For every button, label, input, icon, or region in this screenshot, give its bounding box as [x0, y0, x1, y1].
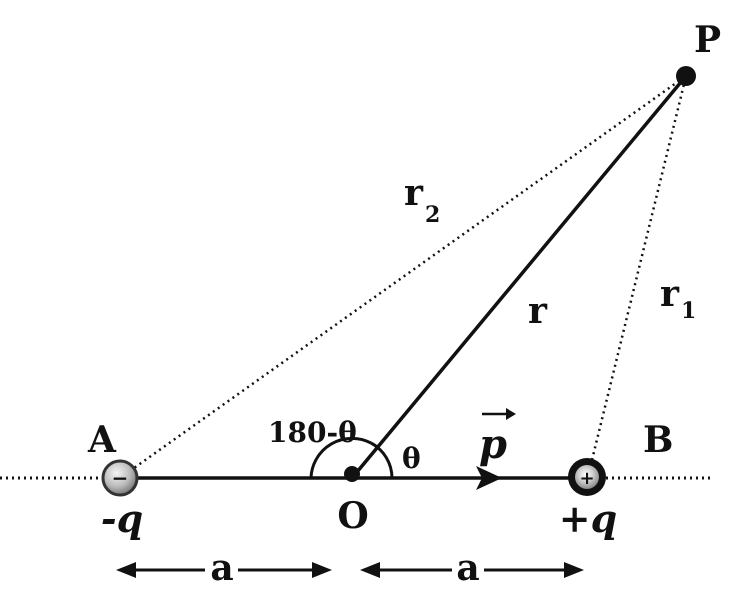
separation-arrow-right: a: [360, 547, 584, 589]
point-a-label: A: [87, 419, 117, 461]
negative-charge-label: -q: [101, 496, 143, 541]
separation-arrow-left: a: [116, 547, 332, 589]
negative-sign: −: [112, 466, 129, 490]
angle-supplement-label: 180-θ: [268, 416, 357, 449]
r2-label-subscript: 2: [425, 202, 440, 228]
positive-sign: +: [579, 468, 594, 489]
dipole-moment-arrowhead: [476, 466, 502, 490]
angle-theta-label: θ: [402, 442, 421, 475]
r2-label: r 2: [404, 172, 440, 228]
point-p-label: P: [694, 19, 721, 61]
separation-right-label: a: [456, 547, 479, 589]
point-p-dot: [676, 66, 696, 86]
r2-label-base: r: [404, 172, 424, 214]
dipole-moment-symbol: p: [479, 421, 507, 468]
r-label: r: [528, 290, 548, 332]
angle-theta-arc: [370, 441, 394, 479]
separation-left-label: a: [210, 547, 233, 589]
dipole-moment-label: p: [479, 408, 516, 468]
r1-label: r 1: [660, 273, 696, 324]
r1-label-base: r: [660, 273, 680, 315]
positive-charge: +: [568, 458, 606, 496]
angle-supplement-arc: [309, 436, 372, 479]
r2-line: [119, 74, 687, 480]
point-b-label: B: [643, 419, 673, 461]
negative-charge: −: [101, 459, 139, 497]
point-o-label: O: [337, 495, 368, 537]
r-line: [350, 74, 688, 480]
positive-charge-label: +q: [559, 496, 617, 541]
point-o-dot: [344, 466, 360, 482]
r1-label-subscript: 1: [681, 298, 696, 324]
vector-arrow-head: [506, 408, 516, 420]
